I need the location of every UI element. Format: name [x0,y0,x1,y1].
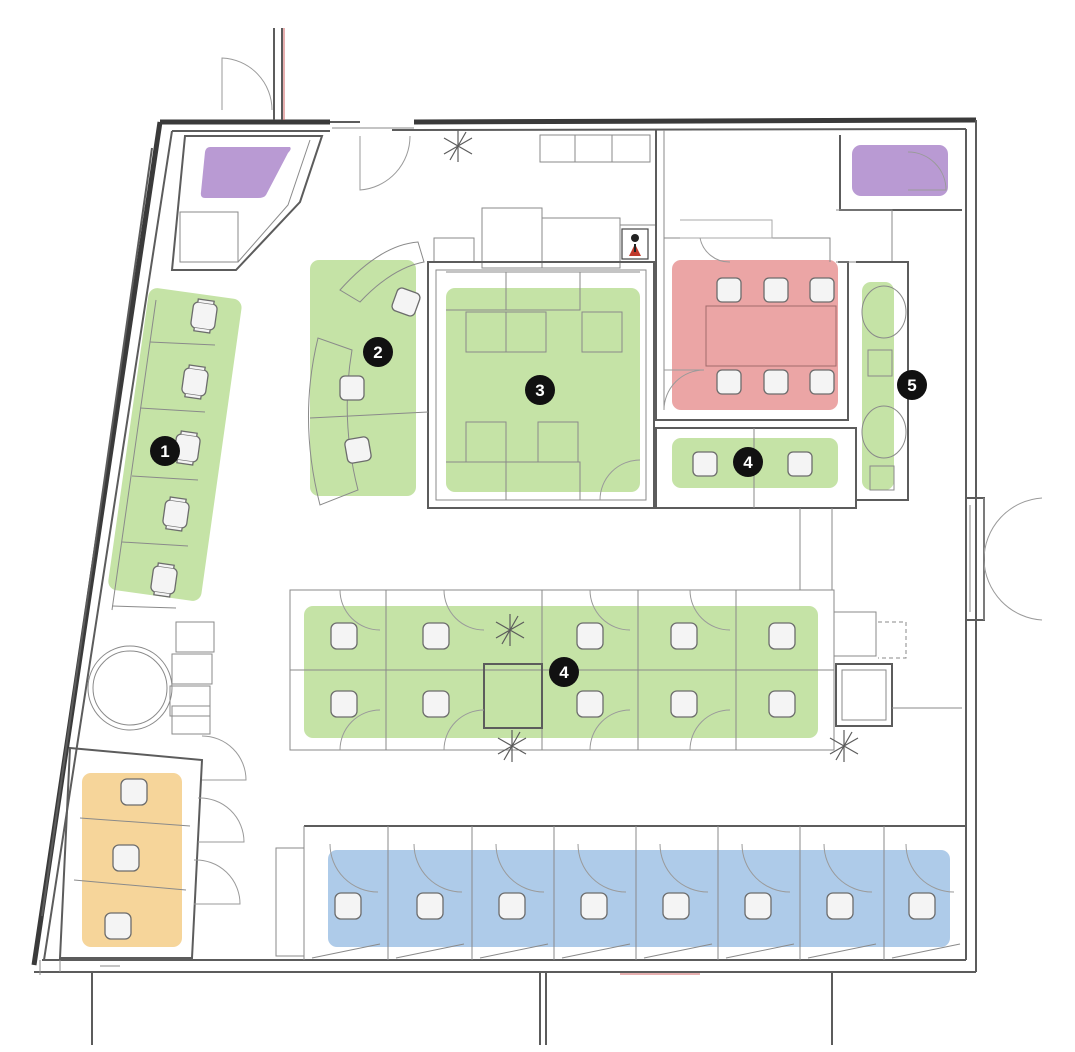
zone-marker-2: 2 [363,337,393,367]
zone-marker-3: 3 [525,375,555,405]
chairs [104,277,936,940]
office-chair [422,622,450,650]
meeting-table [705,305,837,367]
office-chair [662,892,690,920]
office-chair [330,690,358,718]
office-chair [104,912,132,940]
office-chair [576,622,604,650]
office-chair [692,451,718,477]
office-chair [768,622,796,650]
zone-marker-5: 5 [897,370,927,400]
office-chair [334,892,362,920]
exterior-walls [31,28,985,1045]
lounge-chair [344,436,372,464]
zone-marker-4a-label: 4 [743,453,753,472]
office-chair [330,622,358,650]
zone-marker-4b-label: 4 [559,663,569,682]
office-chair [908,892,936,920]
storage-zone-left [200,147,291,198]
office-chair [120,778,148,806]
lounge-chair [391,287,421,317]
meeting-chair [809,277,835,303]
plant-icon [829,730,859,762]
office-chair [190,298,218,334]
office-chair [422,690,450,718]
zone-marker-4b: 4 [549,657,579,687]
meeting-room-zone [672,260,838,410]
zone-5-standing [862,282,894,490]
zone-marker-1: 1 [150,436,180,466]
office-chair [768,690,796,718]
office-chair [112,844,140,872]
plant-icon [495,614,525,646]
zone-markers: 1 2 3 4 4 5 [150,337,927,687]
office-chair [181,364,209,400]
office-chair [670,622,698,650]
lounge-chair [339,375,365,401]
storage-zone-right [852,145,948,196]
office-chair [580,892,608,920]
meeting-chair [763,369,789,395]
zone-marker-3-label: 3 [535,381,544,400]
office-chair [744,892,772,920]
office-chair [787,451,813,477]
office-chair [576,690,604,718]
zone-marker-5-label: 5 [907,376,916,395]
meeting-chair [716,277,742,303]
zone-marker-1-label: 1 [160,442,169,461]
plant-icon [443,130,473,162]
furniture [446,228,907,500]
zone-marker-4a: 4 [733,447,763,477]
plant-icon [497,730,527,762]
plants [443,130,859,762]
doors [193,57,1043,905]
focus-room-zone [328,850,950,947]
meeting-chair [716,369,742,395]
office-chair [826,892,854,920]
office-chair [670,690,698,718]
office-chair [162,496,190,532]
office-chair [150,562,178,598]
meeting-chair [809,369,835,395]
meeting-chair [763,277,789,303]
zone-marker-2-label: 2 [373,343,382,362]
office-chair [416,892,444,920]
office-chair [498,892,526,920]
